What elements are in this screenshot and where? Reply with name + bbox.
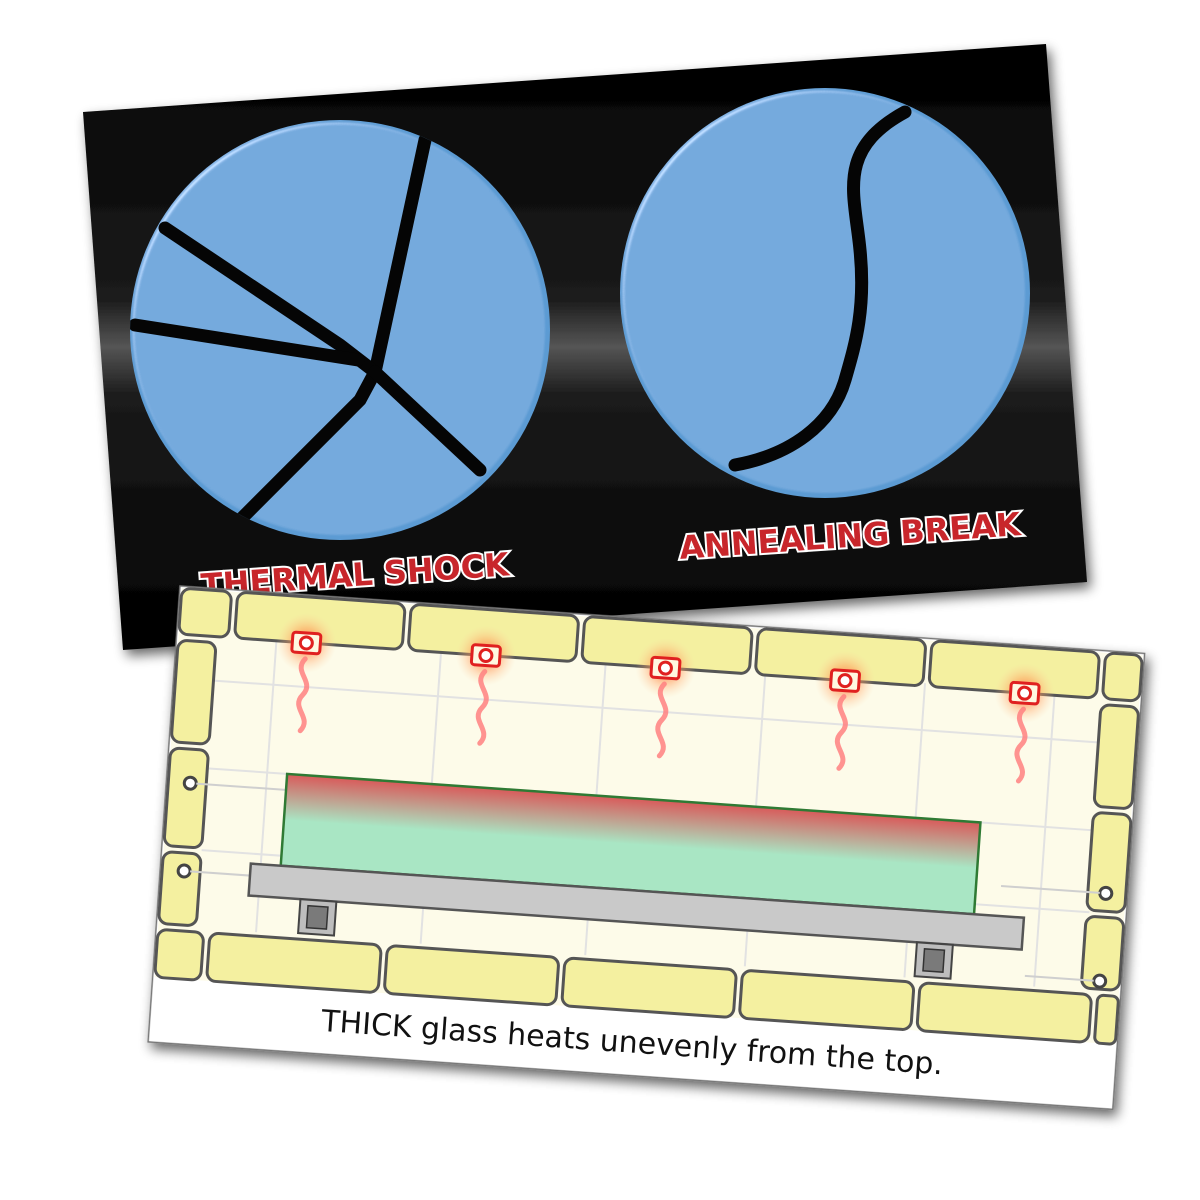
s-curve-crack (728, 105, 912, 472)
kiln-chamber (153, 587, 1144, 1046)
bottom-card: THICK glass heats unevenly from the top. (147, 585, 1146, 1111)
heat-wave-icon (296, 656, 1028, 784)
kiln-right-wall (1080, 703, 1140, 992)
kiln-shelf (247, 862, 1026, 951)
kiln-left-wall (157, 639, 218, 927)
shatter-cracks (130, 133, 487, 527)
thermal-shock-disc (130, 120, 550, 540)
annealing-break-disc (620, 88, 1030, 498)
kiln-floor-bricks (153, 928, 1120, 1046)
heating-elements (276, 612, 1055, 724)
shelf-posts (297, 898, 954, 980)
